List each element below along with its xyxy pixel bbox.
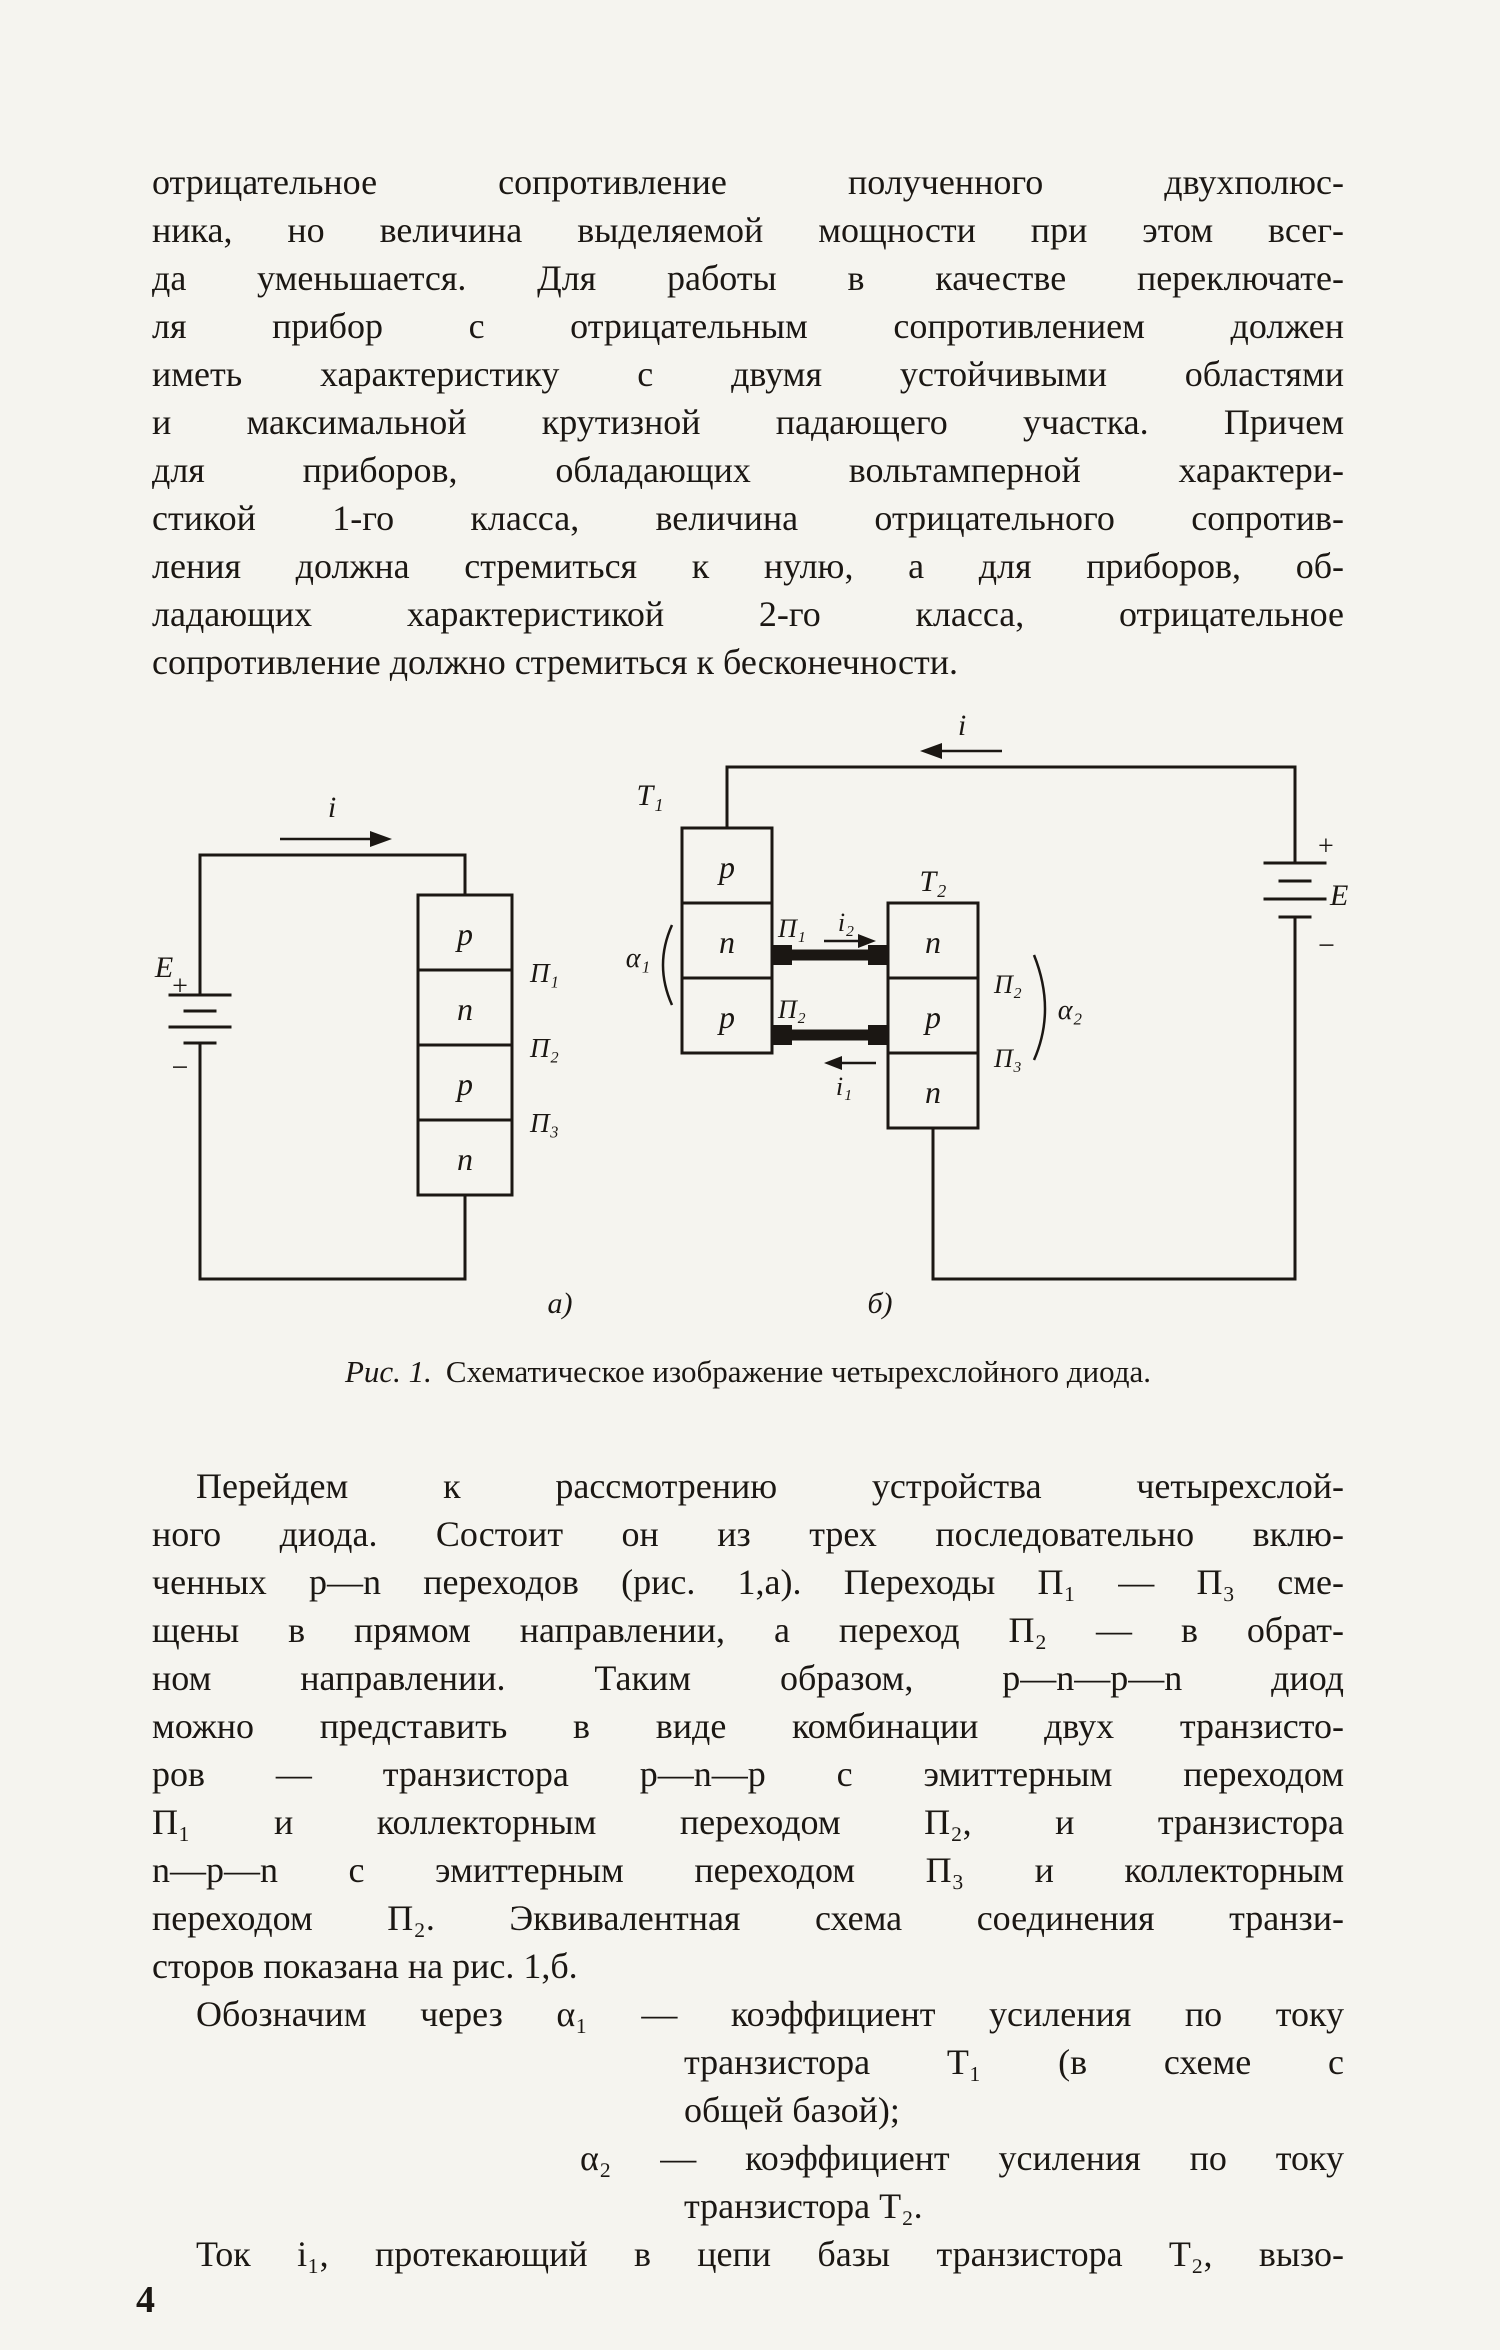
paragraph-top: отрицательное сопротивление полученного … bbox=[152, 158, 1344, 686]
alpha2-label: α₂ bbox=[1058, 995, 1083, 1026]
wire-top-b bbox=[725, 765, 1297, 865]
text-line: иметь характеристику с двумя устойчивыми… bbox=[152, 354, 1344, 394]
transistor1-label: Т₁ bbox=[636, 779, 663, 812]
current-label-i1: i₁ bbox=[836, 1072, 852, 1101]
current-label-i2: i₂ bbox=[838, 908, 854, 937]
text-line: α₂ — коэффициент усиления по току bbox=[580, 2138, 1344, 2178]
text-line: П₁ и коллекторным переходом П₂, и транзи… bbox=[152, 1802, 1344, 1842]
text-line: ров — транзистора p—n—p с эмиттерным пер… bbox=[152, 1754, 1344, 1794]
wire-bottom-b bbox=[931, 915, 1297, 1281]
wire-top-a bbox=[198, 853, 467, 897]
junction-label-p2-right: П₂ bbox=[993, 970, 1022, 999]
layer-label: p bbox=[455, 1066, 473, 1102]
figure-caption-text: Схематическое изображение четырехслойног… bbox=[445, 1354, 1152, 1389]
text-line: отрицательное сопротивление полученного … bbox=[152, 162, 1344, 202]
current-label-b: i bbox=[958, 709, 966, 742]
sublabel-a: а) bbox=[548, 1287, 573, 1320]
current-arrowhead-i2 bbox=[858, 934, 876, 948]
battery-minus-a: − bbox=[172, 1051, 189, 1084]
layer-label: n bbox=[457, 1141, 473, 1177]
alpha2-brace bbox=[1032, 954, 1047, 1061]
wire-bottom-a bbox=[198, 1041, 467, 1281]
alpha1-label: α₁ bbox=[626, 943, 650, 974]
layer-label: p bbox=[717, 849, 735, 885]
circuit-a: E + − i p n p n П₁ П₂ П₃ а) bbox=[154, 791, 573, 1320]
current-arrowhead-i1 bbox=[824, 1056, 842, 1070]
text-line: сторов показана на рис. 1,б. bbox=[152, 1946, 578, 1986]
current-arrowhead-b bbox=[920, 743, 942, 759]
text-line: переходом П₂. Эквивалентная схема соедин… bbox=[152, 1898, 1344, 1938]
layer-stack-a bbox=[416, 893, 514, 1197]
layer-label: n bbox=[925, 924, 941, 960]
battery-label-b: E bbox=[1329, 879, 1348, 912]
paragraph-main: Перейдем к рассмотрению устройства четыр… bbox=[152, 1462, 1344, 1990]
text-line: ном направлении. Таким образом, p—n—p—n … bbox=[152, 1658, 1344, 1698]
text-line: щены в прямом направлении, а переход П₂ … bbox=[152, 1610, 1344, 1650]
layer-label: p bbox=[923, 999, 941, 1035]
page-number: 4 bbox=[136, 2279, 155, 2321]
alpha1-brace bbox=[661, 924, 674, 1006]
text-line: общей базой); bbox=[684, 2090, 900, 2130]
junction-label: П₂ bbox=[529, 1033, 559, 1063]
figure-circuit-diagram: E + − i p n p n П₁ П₂ П₃ а) bbox=[154, 709, 1349, 1320]
text-line: транзистора Т₂. bbox=[684, 2186, 923, 2226]
layer-stack-t1 bbox=[680, 826, 774, 1055]
text-line: Перейдем к рассмотрению устройства четыр… bbox=[196, 1466, 1344, 1506]
text-line: для приборов, обладающих вольтамперной х… bbox=[152, 450, 1344, 490]
text-line: ладающих характеристикой 2-го класса, от… bbox=[152, 594, 1344, 634]
layer-label: n bbox=[719, 924, 735, 960]
text-line: Ток i₁, протекающий в цепи базы транзист… bbox=[196, 2234, 1344, 2274]
text-line: n—p—n с эмиттерным переходом П₃ и коллек… bbox=[152, 1850, 1344, 1890]
base-collector-link-lower bbox=[772, 1025, 888, 1045]
junction-label-p3-right: П₃ bbox=[993, 1044, 1022, 1073]
battery-label-a: E bbox=[154, 951, 173, 984]
text-line: да уменьшается. Для работы в качестве пе… bbox=[152, 258, 1344, 298]
layer-stack-t2 bbox=[886, 901, 980, 1130]
battery-plus-a: + bbox=[172, 971, 188, 1002]
layer-label: n bbox=[925, 1074, 941, 1110]
battery-a bbox=[168, 993, 232, 1045]
text-line: ля прибор с отрицательным сопротивлением… bbox=[152, 306, 1344, 346]
text-line: можно представить в виде комбинации двух… bbox=[152, 1706, 1344, 1746]
text-line: ления должна стремиться к нулю, а для пр… bbox=[152, 546, 1344, 586]
text-line: и максимальной крутизной падающего участ… bbox=[152, 402, 1344, 442]
battery-plus-b: + bbox=[1318, 831, 1334, 862]
text-line: ченных p—n переходов (рис. 1,а). Переход… bbox=[152, 1562, 1344, 1602]
layer-label: n bbox=[457, 991, 473, 1027]
figure-caption-number: Рис. 1. bbox=[344, 1354, 432, 1389]
definitions-block: Обозначим через α₁ — коэффициент усилени… bbox=[152, 1990, 1344, 2278]
battery-b bbox=[1263, 861, 1327, 919]
current-label-a: i bbox=[328, 791, 336, 824]
junction-label-p2: П₂ bbox=[777, 995, 806, 1024]
battery-minus-b: − bbox=[1318, 929, 1335, 962]
layer-label: p bbox=[455, 916, 473, 952]
current-arrowhead-a bbox=[370, 831, 392, 847]
sublabel-b: б) bbox=[867, 1287, 892, 1320]
text-line: ника, но величина выделяемой мощности пр… bbox=[152, 210, 1344, 250]
text-line: транзистора Т₁ (в схеме с bbox=[684, 2042, 1344, 2082]
base-collector-link-upper bbox=[772, 945, 888, 965]
layer-label: p bbox=[717, 999, 735, 1035]
junction-label: П₁ bbox=[529, 958, 559, 988]
transistor2-label: Т₂ bbox=[919, 865, 946, 898]
text-line: сопротивление должно стремиться к бескон… bbox=[152, 642, 958, 682]
text-line: ного диода. Состоит он из трех последова… bbox=[152, 1514, 1344, 1554]
text-line: стикой 1-го класса, величина отрицательн… bbox=[152, 498, 1344, 538]
junction-label-p1: П₁ bbox=[777, 914, 806, 943]
text-line: Обозначим через α₁ — коэффициент усилени… bbox=[196, 1994, 1344, 2034]
junction-label: П₃ bbox=[529, 1108, 559, 1138]
figure-caption: Рис. 1. Схематическое изображение четырех… bbox=[152, 1352, 1344, 1392]
circuit-b: i + E − Т₁ p n p Т₂ bbox=[626, 709, 1349, 1320]
